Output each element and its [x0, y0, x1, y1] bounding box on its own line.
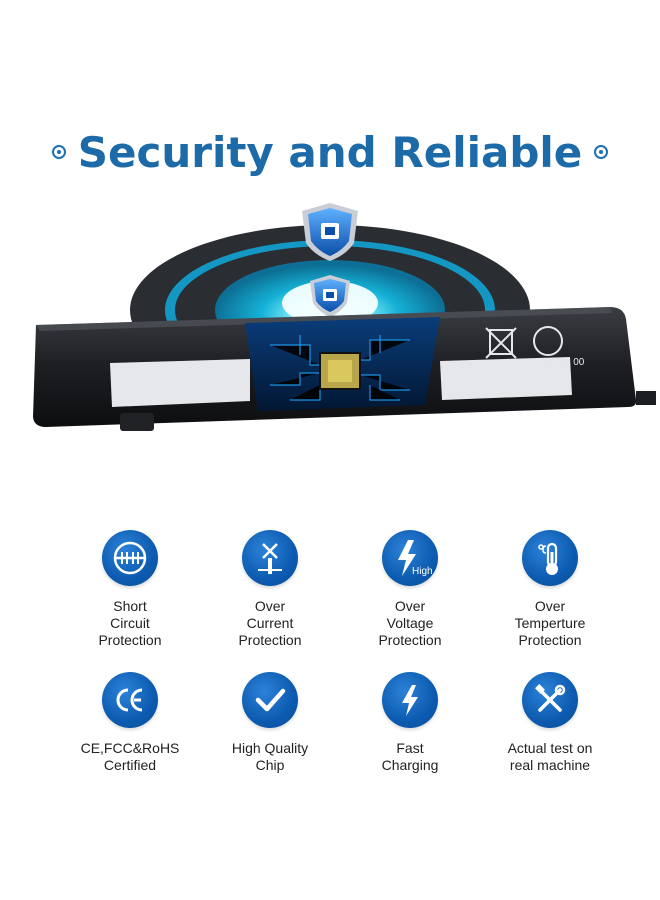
feature-grid: Short Circuit Protection Over Current Pr…	[60, 530, 620, 794]
lightning-icon	[382, 672, 438, 728]
battery-label-left	[110, 359, 250, 407]
feature-chip: High Quality Chip	[200, 672, 340, 794]
feature-certified: CE,FCC&RoHS Certified	[60, 672, 200, 794]
circuit-icon	[102, 530, 158, 586]
feature-label: Short Circuit Protection	[98, 598, 162, 648]
feature-actual-test: Actual test on real machine	[480, 672, 620, 794]
recycle-icon	[485, 326, 563, 359]
feature-short-circuit: Short Circuit Protection	[60, 530, 200, 652]
battery-illustration: Li-ion 00	[33, 203, 656, 431]
feature-label: High Quality Chip	[231, 740, 309, 773]
battery-connector	[636, 391, 656, 405]
feature-over-temperature: Over Temperture Protection	[480, 530, 620, 652]
feature-label: Fast Charging	[381, 740, 439, 773]
title-dot-left	[51, 145, 66, 159]
feature-over-voltage: High Over Voltage Protection	[340, 530, 480, 652]
high-badge: High	[412, 566, 433, 577]
page-title: Security and Reliable	[77, 127, 583, 177]
tools-icon	[522, 672, 578, 728]
current-icon	[242, 530, 298, 586]
feature-label: Over Temperture Protection	[514, 598, 586, 648]
checkmark-icon	[242, 672, 298, 728]
ce-icon	[102, 672, 158, 728]
feature-label: Over Current Protection	[238, 598, 302, 648]
feature-fast-charging: Fast Charging	[340, 672, 480, 794]
shield-icon	[310, 275, 350, 317]
feature-label: Over Voltage Protection	[378, 598, 442, 648]
battery-type-text: Li-ion 00	[546, 357, 585, 368]
battery-label-right	[440, 357, 572, 400]
high-voltage-icon: High	[382, 530, 438, 586]
title-bar: Security and Reliable	[0, 122, 660, 182]
feature-label: CE,FCC&RoHS Certified	[80, 740, 180, 773]
title-dot-right	[594, 145, 609, 159]
feature-label: Actual test on real machine	[507, 740, 593, 773]
circuit-traces	[270, 335, 410, 401]
thermometer-icon	[522, 530, 578, 586]
feature-over-current: Over Current Protection	[200, 530, 340, 652]
shield-icon	[302, 203, 358, 261]
